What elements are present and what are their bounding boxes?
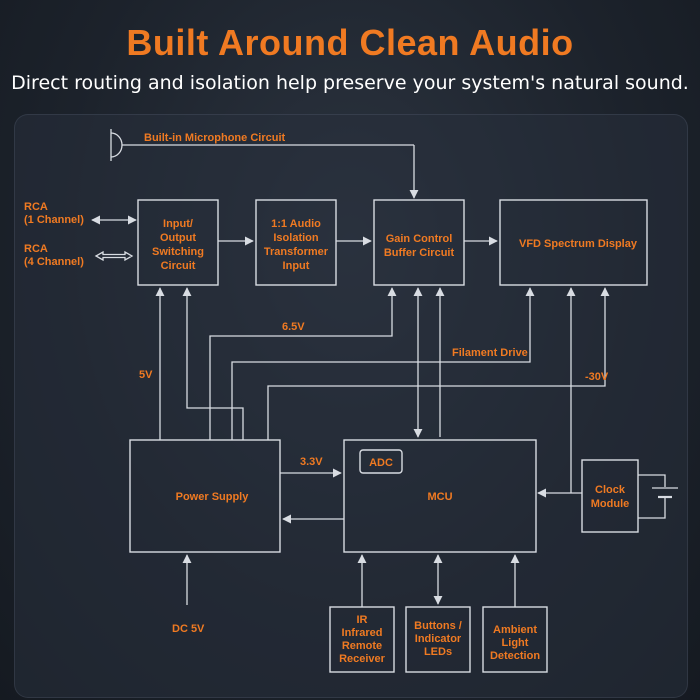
buttons-leds-box	[405, 606, 471, 673]
mcu-box	[343, 439, 537, 553]
gain-line2: Buffer Circuit	[384, 247, 455, 259]
adc-box	[359, 449, 403, 474]
rca4-label-line2: (4 Channel)	[24, 256, 84, 268]
buttons-line2: Indicator	[415, 633, 462, 645]
transformer-line3: Transformer	[264, 246, 329, 258]
6-5v-label: 6.5V	[282, 321, 305, 333]
5v-label: 5V	[139, 369, 153, 381]
page-subtitle: Direct routing and isolation help preser…	[11, 72, 689, 94]
ambient-line3: Detection	[490, 650, 540, 662]
filament-drive-rail	[231, 287, 535, 440]
battery-icon	[638, 474, 678, 519]
page-title: Built Around Clean Audio	[126, 22, 574, 63]
vfd-label: VFD Spectrum Display	[519, 238, 638, 250]
neg30v-rail	[267, 287, 610, 440]
rca4-hollow-arrow	[94, 250, 134, 262]
vfd-display-box	[499, 199, 648, 286]
mcu-label: MCU	[427, 491, 452, 503]
rca1-label-line2: (1 Channel)	[24, 214, 84, 226]
diagram-panel	[14, 114, 688, 698]
ambient-line2: Light	[502, 637, 529, 649]
switching-circuit-box	[137, 199, 219, 286]
transformer-line1: 1:1 Audio	[271, 218, 321, 230]
clock-line2: Module	[591, 498, 630, 510]
ir-line4: Receiver	[339, 653, 386, 665]
switching-line4: Circuit	[161, 260, 196, 272]
buttons-line3: LEDs	[424, 646, 452, 658]
6-5v-rail	[209, 287, 397, 440]
ir-line3: Remote	[342, 640, 382, 652]
clock-module-box	[581, 459, 639, 533]
adc-label: ADC	[369, 457, 393, 469]
power-supply-label: Power Supply	[176, 491, 250, 503]
3-3v-label: 3.3V	[300, 456, 323, 468]
rca4-label-line1: RCA	[24, 243, 48, 255]
ambient-line1: Ambient	[493, 624, 537, 636]
switching-supply-rail	[182, 287, 244, 440]
clock-line1: Clock	[595, 484, 626, 496]
power-supply-box	[129, 439, 281, 553]
microphone-icon	[110, 129, 123, 161]
gain-line1: Gain Control	[386, 233, 453, 245]
transformer-line4: Input	[283, 260, 310, 272]
gain-control-box	[373, 199, 465, 286]
neg30v-label: -30V	[585, 371, 609, 383]
dc-5v-label: DC 5V	[172, 623, 205, 635]
rca1-label-line1: RCA	[24, 201, 48, 213]
switching-line2: Output	[160, 232, 196, 244]
transformer-line2: Isolation	[273, 232, 319, 244]
filament-drive-label: Filament Drive	[452, 347, 528, 359]
microphone-label: Built-in Microphone Circuit	[144, 132, 285, 144]
buttons-line1: Buttons /	[414, 620, 462, 632]
transformer-box	[255, 199, 337, 286]
ir-line2: Infrared	[342, 627, 383, 639]
switching-line1: Input/	[163, 218, 193, 230]
ir-line1: IR	[357, 614, 368, 626]
switching-line3: Switching	[152, 246, 204, 258]
